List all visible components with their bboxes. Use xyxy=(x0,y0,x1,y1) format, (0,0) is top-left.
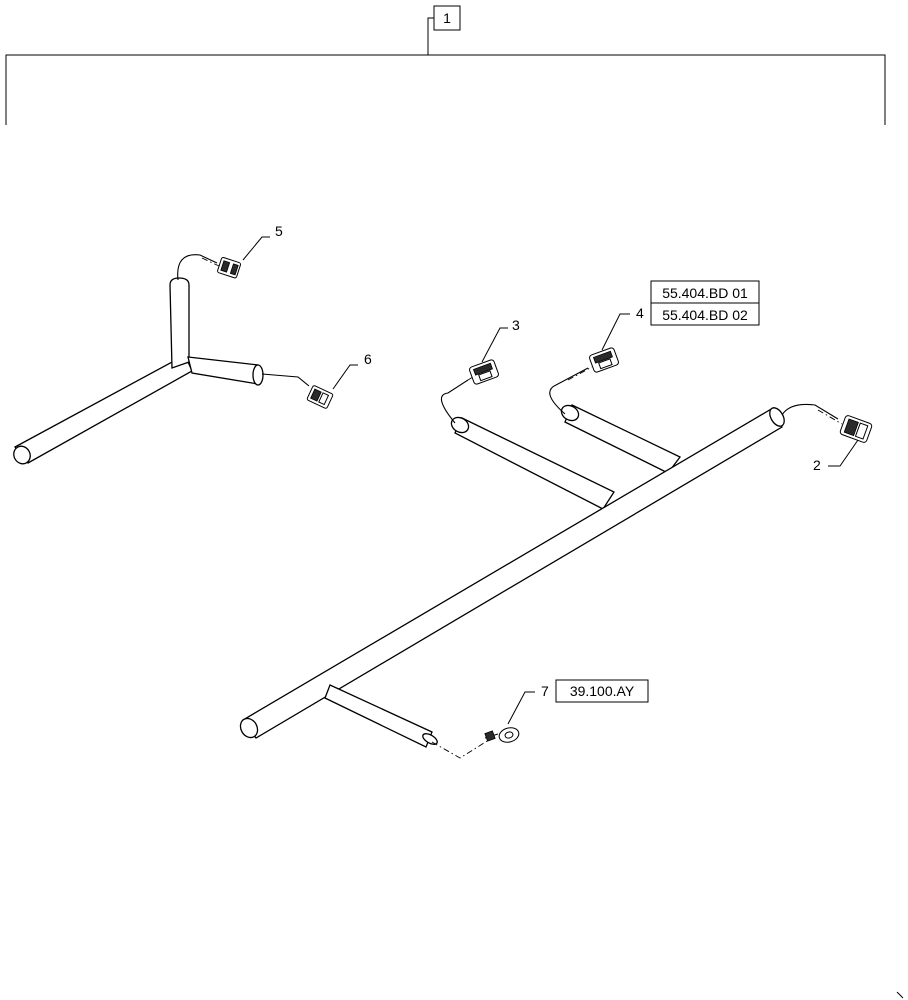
callout-7: 7 xyxy=(541,683,549,699)
callout-1: 1 xyxy=(443,10,451,26)
main-harness: 3 4 2 7 xyxy=(239,305,873,759)
corner-mark xyxy=(896,991,904,999)
callout-6: 6 xyxy=(364,351,372,367)
callout-2: 2 xyxy=(813,457,821,473)
ref-box-ay xyxy=(555,679,649,703)
connector-6 xyxy=(306,385,334,409)
connector-2 xyxy=(839,415,873,443)
connector-3 xyxy=(469,359,499,385)
callout-3: 3 xyxy=(512,317,520,333)
ref-55-404-bd-02[interactable]: 55.404.BD 02 xyxy=(662,307,748,323)
assembly-bracket: 1 xyxy=(5,5,886,125)
reference-boxes: 55.404.BD 01 55.404.BD 02 39.100.AY xyxy=(555,280,760,703)
callout-4: 4 xyxy=(636,305,644,321)
ring-terminal-7 xyxy=(484,727,520,743)
y-harness-branch: 5 6 xyxy=(13,223,372,465)
callout-5: 5 xyxy=(275,223,283,239)
connector-5 xyxy=(217,257,242,279)
connector-4 xyxy=(589,347,619,373)
ref-39-100-ay[interactable]: 39.100.AY xyxy=(570,683,635,699)
ref-55-404-bd-01[interactable]: 55.404.BD 01 xyxy=(662,285,748,301)
